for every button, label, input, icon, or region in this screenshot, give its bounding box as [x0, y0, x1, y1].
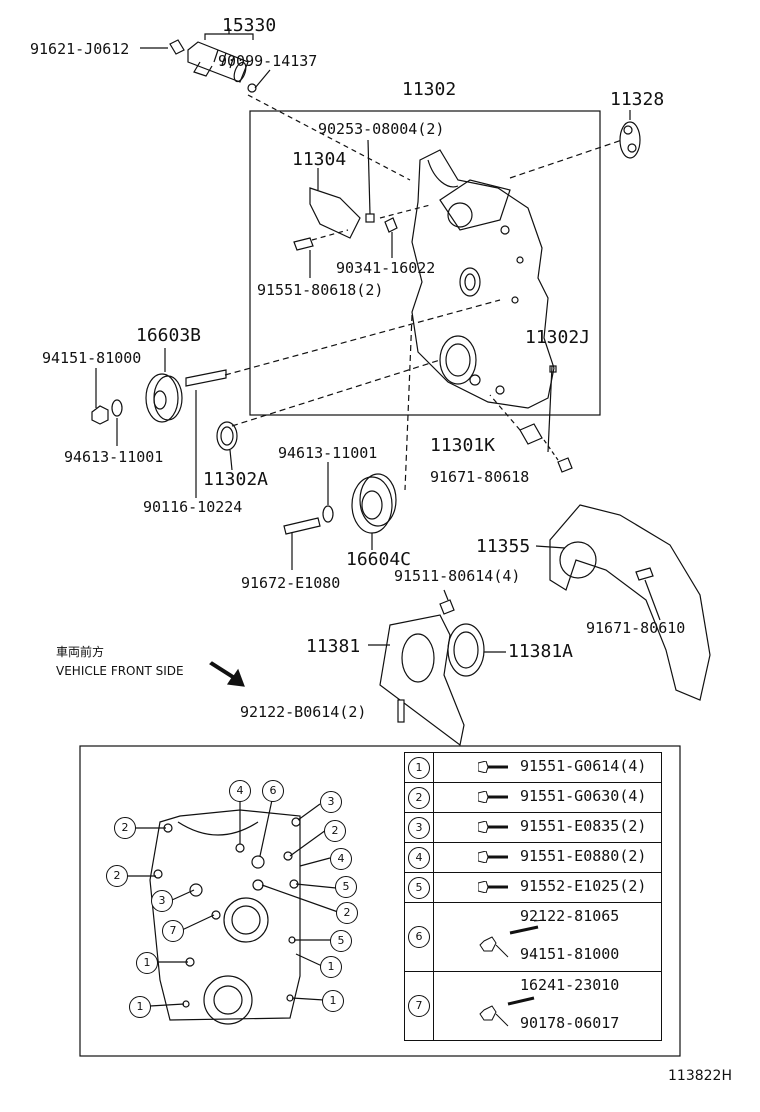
oil-seal-11302a-drawing [216, 421, 238, 451]
part-label-90099-14137[interactable]: 90099-14137 [218, 52, 318, 70]
part-label-16603b[interactable]: 16603B [136, 325, 202, 346]
callout-2[interactable]: 2 [114, 817, 136, 839]
part-label-91672-e1080[interactable]: 91672-E1080 [241, 574, 341, 592]
callout-3[interactable]: 3 [320, 791, 342, 813]
callout-1[interactable]: 1 [320, 956, 342, 978]
part-label-94613-11001-b[interactable]: 94613-11001 [278, 444, 378, 462]
bolt-icon [478, 821, 508, 833]
timing-cover-front-view-drawing [149, 809, 301, 1025]
vehicle-front-arrow-icon [209, 661, 245, 687]
timing-cover-group-frame [249, 110, 601, 416]
legend-row-6: 6 92122-81065 94151-81000 [404, 902, 662, 972]
legend-row-3: 3 91551-E0835(2) [404, 812, 662, 843]
diagram-id: 113822H [668, 1068, 732, 1084]
part-label-16604c[interactable]: 16604C [346, 549, 412, 570]
legend-number: 7 [408, 995, 430, 1017]
part-label-91511-80614[interactable]: 91511-80614(4) [394, 567, 521, 585]
legend-part-number[interactable]: 90178-06017 [520, 1014, 620, 1032]
legend-part-number[interactable]: 91552-E1025(2) [520, 877, 647, 895]
part-label-11355[interactable]: 11355 [476, 536, 531, 557]
legend-number: 2 [408, 786, 430, 809]
bolt-legend-table: 1 91551-G0614(4) 2 91551-G0630(4) 3 9155… [404, 752, 662, 1041]
idler-pulley-16603b-drawing [91, 369, 227, 425]
part-label-11302a[interactable]: 11302A [203, 469, 269, 490]
part-label-91671-80618[interactable]: 91671-80618 [430, 468, 530, 486]
part-label-11381a[interactable]: 11381A [508, 641, 574, 662]
callout-7[interactable]: 7 [162, 920, 184, 942]
callout-1[interactable]: 1 [136, 952, 158, 974]
legend-part-number[interactable]: 91551-G0614(4) [520, 757, 647, 775]
callout-2[interactable]: 2 [336, 902, 358, 924]
legend-number: 3 [408, 816, 430, 839]
idler-pulley-16604c-drawing [283, 473, 397, 535]
bolt-icon [478, 881, 508, 893]
bolt-icon [478, 851, 508, 863]
timing-chain-cover-drawing [411, 149, 555, 409]
part-label-94151-81000[interactable]: 94151-81000 [42, 349, 142, 367]
legend-part-number[interactable]: 16241-23010 [520, 976, 620, 994]
part-label-11304[interactable]: 11304 [292, 149, 347, 170]
legend-row-2: 2 91551-G0630(4) [404, 782, 662, 813]
legend-part-number[interactable]: 92122-81065 [520, 907, 620, 925]
callout-4[interactable]: 4 [229, 780, 251, 802]
stud-nut-icon [479, 919, 544, 958]
callout-1[interactable]: 1 [322, 990, 344, 1012]
part-label-90116-10224[interactable]: 90116-10224 [143, 498, 243, 516]
callout-1[interactable]: 1 [129, 996, 151, 1018]
bolt-icon [478, 791, 508, 803]
bolt-location-frame [79, 745, 681, 1057]
part-label-91551-80618[interactable]: 91551-80618(2) [257, 281, 384, 299]
callout-2[interactable]: 2 [106, 865, 128, 887]
part-label-11381[interactable]: 11381 [306, 636, 361, 657]
vehicle-front-note-jp: 車両前方 [56, 645, 105, 659]
callout-5[interactable]: 5 [330, 930, 352, 952]
callout-6[interactable]: 6 [262, 780, 284, 802]
oil-seal-retainer-11381-drawing [379, 614, 465, 747]
part-label-90341-16022[interactable]: 90341-16022 [336, 259, 436, 277]
callout-3[interactable]: 3 [151, 890, 173, 912]
part-label-92122-b0614[interactable]: 92122-B0614(2) [240, 703, 367, 721]
part-label-94613-11001-a[interactable]: 94613-11001 [64, 448, 164, 466]
part-label-15330[interactable]: 15330 [222, 15, 277, 36]
part-label-11302[interactable]: 11302 [402, 79, 457, 100]
legend-number: 6 [408, 926, 430, 948]
legend-number: 1 [408, 756, 430, 779]
callout-4[interactable]: 4 [330, 848, 352, 870]
part-label-90253-08004[interactable]: 90253-08004(2) [318, 120, 445, 138]
part-label-11301k[interactable]: 11301K [430, 435, 496, 456]
part-label-91671-80610[interactable]: 91671-80610 [586, 619, 686, 637]
legend-part-number[interactable]: 94151-81000 [520, 945, 620, 963]
gasket-11328-drawing [619, 121, 641, 159]
legend-row-7: 7 16241-23010 90178-06017 [404, 971, 662, 1041]
part-label-91621-j0612[interactable]: 91621-J0612 [30, 40, 130, 58]
callout-2[interactable]: 2 [324, 820, 346, 842]
legend-part-number[interactable]: 91551-G0630(4) [520, 787, 647, 805]
legend-part-number[interactable]: 91551-E0880(2) [520, 847, 647, 865]
callout-5[interactable]: 5 [335, 876, 357, 898]
legend-number: 4 [408, 846, 430, 869]
vehicle-front-note-en: VEHICLE FRONT SIDE [56, 664, 184, 678]
bolt-icon [478, 761, 508, 773]
part-label-11328[interactable]: 11328 [610, 89, 665, 110]
legend-row-4: 4 91551-E0880(2) [404, 842, 662, 873]
legend-row-1: 1 91551-G0614(4) [404, 752, 662, 783]
end-plate-11355-drawing [549, 504, 711, 701]
part-label-11302j[interactable]: 11302J [525, 327, 591, 348]
legend-row-5: 5 91552-E1025(2) [404, 872, 662, 903]
legend-part-number[interactable]: 91551-E0835(2) [520, 817, 647, 835]
pin-bolt-icon [479, 996, 535, 1027]
oil-control-valve-drawing [169, 39, 257, 93]
legend-number: 5 [408, 876, 430, 899]
